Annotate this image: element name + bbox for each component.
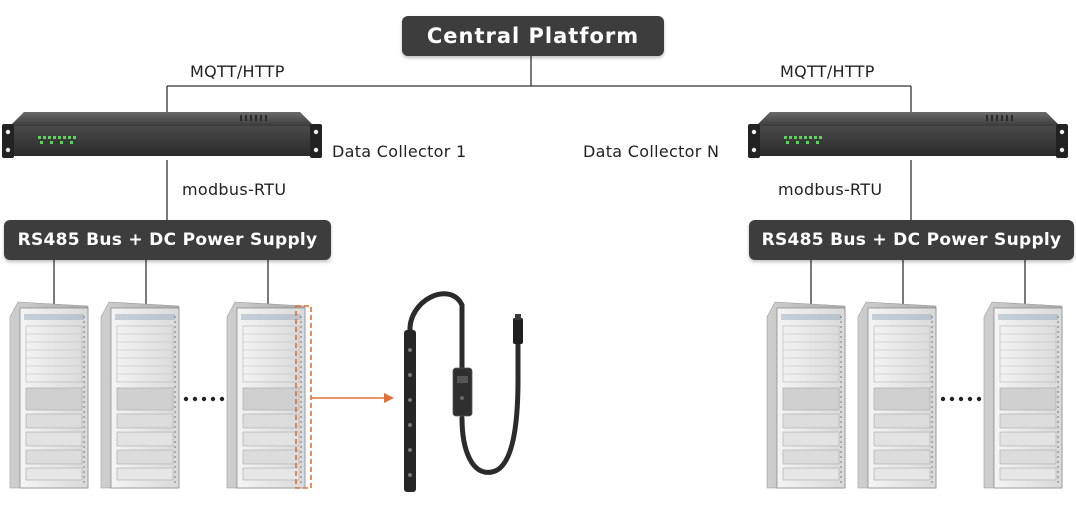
highlight-box: [295, 305, 312, 489]
data-collector-n-device: [748, 112, 1068, 158]
ellipsis-icon: [940, 396, 982, 402]
sensor-strip-device: [404, 291, 523, 492]
server-rack-icon: [226, 301, 306, 489]
server-rack-icon: [100, 301, 180, 489]
server-rack-icon: [857, 301, 937, 489]
bus-label-right: RS485 Bus + DC Power Supply: [761, 230, 1062, 250]
protocol-label-lower-left: modbus-RTU: [182, 180, 287, 199]
collector-label-right: Data Collector N: [583, 142, 720, 161]
server-rack-icon: [766, 301, 846, 489]
data-collector-1-device: [2, 112, 322, 158]
server-rack-icon: [983, 301, 1063, 489]
central-platform-label: Central Platform: [426, 24, 640, 48]
protocol-label-lower-right: modbus-RTU: [778, 180, 883, 199]
protocol-label-upper-right: MQTT/HTTP: [780, 62, 875, 81]
bus-label-left: RS485 Bus + DC Power Supply: [17, 230, 318, 250]
ellipsis-icon: [183, 396, 225, 402]
protocol-label-upper-left: MQTT/HTTP: [190, 62, 285, 81]
connection-lines: [53, 56, 1026, 308]
collector-label-left: Data Collector 1: [332, 142, 467, 161]
central-platform-box: Central Platform: [402, 16, 664, 56]
bus-box-right: RS485 Bus + DC Power Supply: [749, 220, 1074, 260]
arrow-icon: [311, 393, 394, 403]
bus-box-left: RS485 Bus + DC Power Supply: [4, 220, 331, 260]
server-rack-icon: [9, 301, 89, 489]
